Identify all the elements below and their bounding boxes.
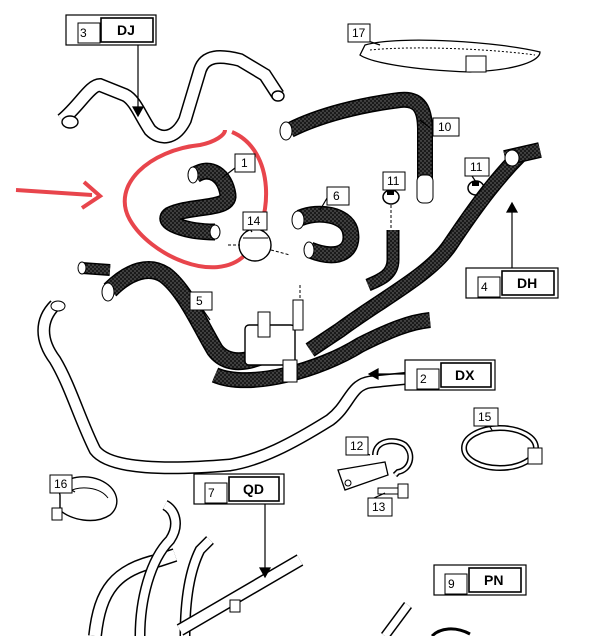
part-label-11-right: 11 xyxy=(464,157,490,177)
hose-dx xyxy=(37,300,411,475)
callout-code: DH xyxy=(517,275,537,291)
callout-box-dh: 4 DH xyxy=(465,267,559,299)
svg-text:14: 14 xyxy=(247,214,261,228)
part-label-11-center: 11 xyxy=(382,171,406,191)
callout-box-pn: 9 PN xyxy=(433,564,527,596)
svg-text:6: 6 xyxy=(333,189,340,203)
callout-num: 2 xyxy=(420,372,427,386)
svg-text:16: 16 xyxy=(54,477,68,491)
junction-block xyxy=(244,285,304,383)
svg-text:11: 11 xyxy=(387,174,400,188)
svg-text:15: 15 xyxy=(478,410,492,424)
clamp-11-center xyxy=(382,189,400,228)
part-label-15: 15 xyxy=(473,407,499,427)
svg-text:17: 17 xyxy=(352,26,366,40)
valve-14 xyxy=(228,228,291,262)
bracket-icon xyxy=(337,438,414,491)
svg-text:5: 5 xyxy=(196,294,203,308)
svg-text:10: 10 xyxy=(438,120,452,134)
hose-1 xyxy=(159,162,237,241)
hose-qd xyxy=(88,500,304,636)
callout-num: 9 xyxy=(448,577,455,591)
svg-text:12: 12 xyxy=(350,439,364,453)
callout-box-qd: 7 QD xyxy=(193,473,285,505)
part-label-5: 5 xyxy=(189,291,213,311)
annotation-highlight xyxy=(122,129,269,270)
arrow-icon xyxy=(15,180,104,210)
callout-num: 4 xyxy=(481,280,488,294)
callout-box-dx: 2 DX xyxy=(404,359,496,391)
callout-code: DX xyxy=(455,367,475,383)
part-label-17: 17 xyxy=(347,23,371,43)
hose-pn xyxy=(380,602,471,636)
svg-text:13: 13 xyxy=(372,500,386,514)
hose-dj xyxy=(57,50,285,144)
svg-text:1: 1 xyxy=(241,156,248,170)
part-label-12: 12 xyxy=(345,436,369,456)
part-label-14: 14 xyxy=(242,211,268,231)
part-label-16: 16 xyxy=(49,474,73,494)
clamp-15 xyxy=(461,425,543,471)
svg-text:11: 11 xyxy=(470,160,483,174)
hose-short xyxy=(365,230,400,292)
callout-code: PN xyxy=(484,572,503,588)
part-label-6: 6 xyxy=(326,186,350,206)
callout-num: 7 xyxy=(208,486,215,500)
part-label-13: 13 xyxy=(367,497,393,517)
pipe-dh xyxy=(305,142,542,357)
hose-10 xyxy=(279,91,434,204)
hose-5 xyxy=(77,261,431,389)
hose-6 xyxy=(291,205,360,264)
bolt-icon xyxy=(377,483,409,499)
part-label-10: 10 xyxy=(432,117,460,137)
hose-clamp-icon xyxy=(359,39,541,73)
callout-code: QD xyxy=(243,481,264,497)
callout-num: 3 xyxy=(80,26,87,40)
callout-box-dj: 3 DJ xyxy=(65,14,157,46)
part-label-1: 1 xyxy=(234,153,256,173)
callout-code: DJ xyxy=(117,22,135,38)
